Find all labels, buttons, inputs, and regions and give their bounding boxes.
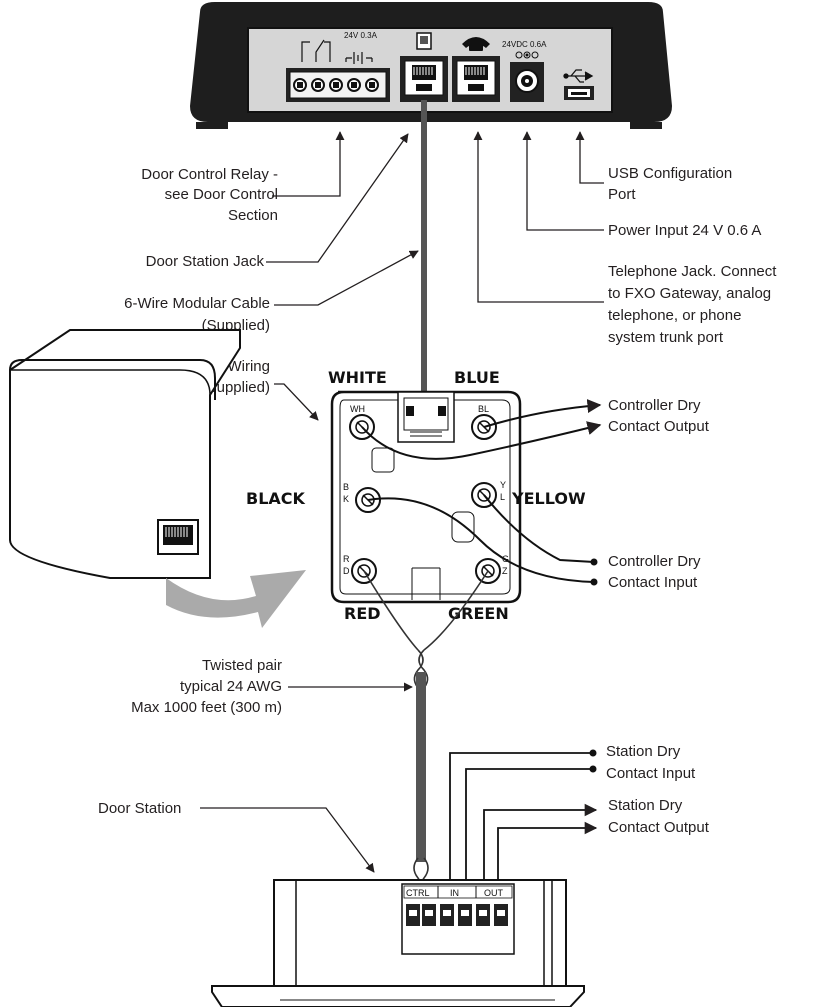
terminal-label-bl: BL [478,404,489,414]
terminal-label-yl-1: Y [500,480,506,490]
svg-text:USB Configuration: USB Configuration [608,165,732,182]
station-dry-wires [449,752,598,912]
power-polarity-icon [515,51,539,59]
door-station-callout: Door Station [98,800,375,873]
twisted-pair-cable [363,570,489,691]
svg-text:Contact Output: Contact Output [608,418,710,435]
svg-text:to FXO Gateway, analog: to FXO Gateway, analog [608,285,771,302]
terminal-label-rd-1: R [343,554,350,564]
svg-text:Door Station Jack: Door Station Jack [146,253,265,270]
controller-dry-output-label: Controller Dry Contact Output [608,397,710,435]
door-station-jack [400,56,448,102]
svg-text:Controller Dry: Controller Dry [608,553,701,570]
telephone-jack [452,56,500,102]
station-dry-output-label: Station Dry Contact Output [608,797,710,836]
usb-icon [563,69,594,83]
twisted-pair-jacket [416,672,426,862]
telephone-jack-callout: Telephone Jack. Connect to FXO Gateway, … [473,131,777,346]
svg-text:Contact Input: Contact Input [606,765,696,782]
svg-text:Contact Output: Contact Output [608,819,710,836]
surface-jack-illustration [9,329,241,579]
svg-text:typical 24 AWG: typical 24 AWG [180,678,282,695]
station-terminal-out: OUT [484,888,504,898]
modular-cable [421,100,427,400]
usb-port [564,86,594,100]
svg-text:Station Dry: Station Dry [608,797,683,814]
svg-text:Door Control Relay -: Door Control Relay - [141,166,278,183]
door-station: CTRL IN OUT [211,879,585,1007]
wire-label-green: GREEN [448,604,509,623]
terminal-label-wh: WH [350,404,365,414]
telephone-wiring-jack: WH BL B K Y L R D G Z [330,390,522,604]
svg-text:6-Wire Modular Cable: 6-Wire Modular Cable [124,295,270,312]
terminal-label-bk-1: B [343,482,349,492]
telephone-icon [462,37,490,51]
wire-label-blue: BLUE [454,368,500,387]
svg-text:Controller Dry: Controller Dry [608,397,701,414]
svg-text:telephone, or phone: telephone, or phone [608,307,741,324]
terminal-label-yl-2: L [500,492,505,502]
power-jack [510,62,544,102]
svg-text:Section: Section [228,207,278,224]
twisted-pair-callout: Twisted pair typical 24 AWG Max 1000 fee… [131,657,413,716]
relay-rating: 24V 0.3A [344,31,378,40]
station-terminal-in: IN [450,888,459,898]
wire-label-red: RED [344,604,381,623]
terminal-label-bk-2: K [343,494,349,504]
svg-text:system trunk port: system trunk port [608,329,724,346]
station-terminal-ctrl: CTRL [406,888,430,898]
svg-text:Station Dry: Station Dry [606,743,681,760]
svg-text:Contact Input: Contact Input [608,574,698,591]
wire-label-yellow: YELLOW [511,489,586,508]
svg-text:Door Station: Door Station [98,800,181,817]
controller-dry-input-label: Controller Dry Contact Input [608,553,701,591]
controller-dry-wires [361,399,602,583]
relay-terminal-block [286,68,390,102]
door-station-jack-callout: Door Station Jack [146,133,409,270]
modular-cable-callout: 6-Wire Modular Cable (Supplied) [124,250,419,334]
power-input-callout: Power Input 24 V 0.6 A [522,131,761,239]
terminal-bk [355,487,381,513]
svg-text:Max 1000 feet (300 m): Max 1000 feet (300 m) [131,699,282,716]
svg-text:Twisted pair: Twisted pair [202,657,282,674]
terminal-label-rd-2: D [343,566,350,576]
curved-arrow-icon [166,570,306,628]
svg-text:Telephone Jack. Connect: Telephone Jack. Connect [608,263,777,280]
usb-port-callout: USB Configuration Port [575,131,732,203]
door-control-relay-callout: Door Control Relay - see Door Control Se… [141,131,345,224]
svg-text:Port: Port [608,186,636,203]
wire-label-black: BLACK [246,489,306,508]
power-rating: 24VDC 0.6A [502,40,547,49]
svg-text:see Door Control: see Door Control [165,186,278,203]
relay-symbol-icon [301,39,373,64]
station-dry-input-label: Station Dry Contact Input [606,743,696,782]
wire-label-white: WHITE [328,368,387,387]
controller-unit: 24V 0.3A 24VDC 0.6A [190,2,672,129]
door-station-icon [416,32,432,50]
terminal-label-gz-2: Z [502,566,508,576]
svg-text:Power Input 24 V 0.6 A: Power Input 24 V 0.6 A [608,222,761,239]
